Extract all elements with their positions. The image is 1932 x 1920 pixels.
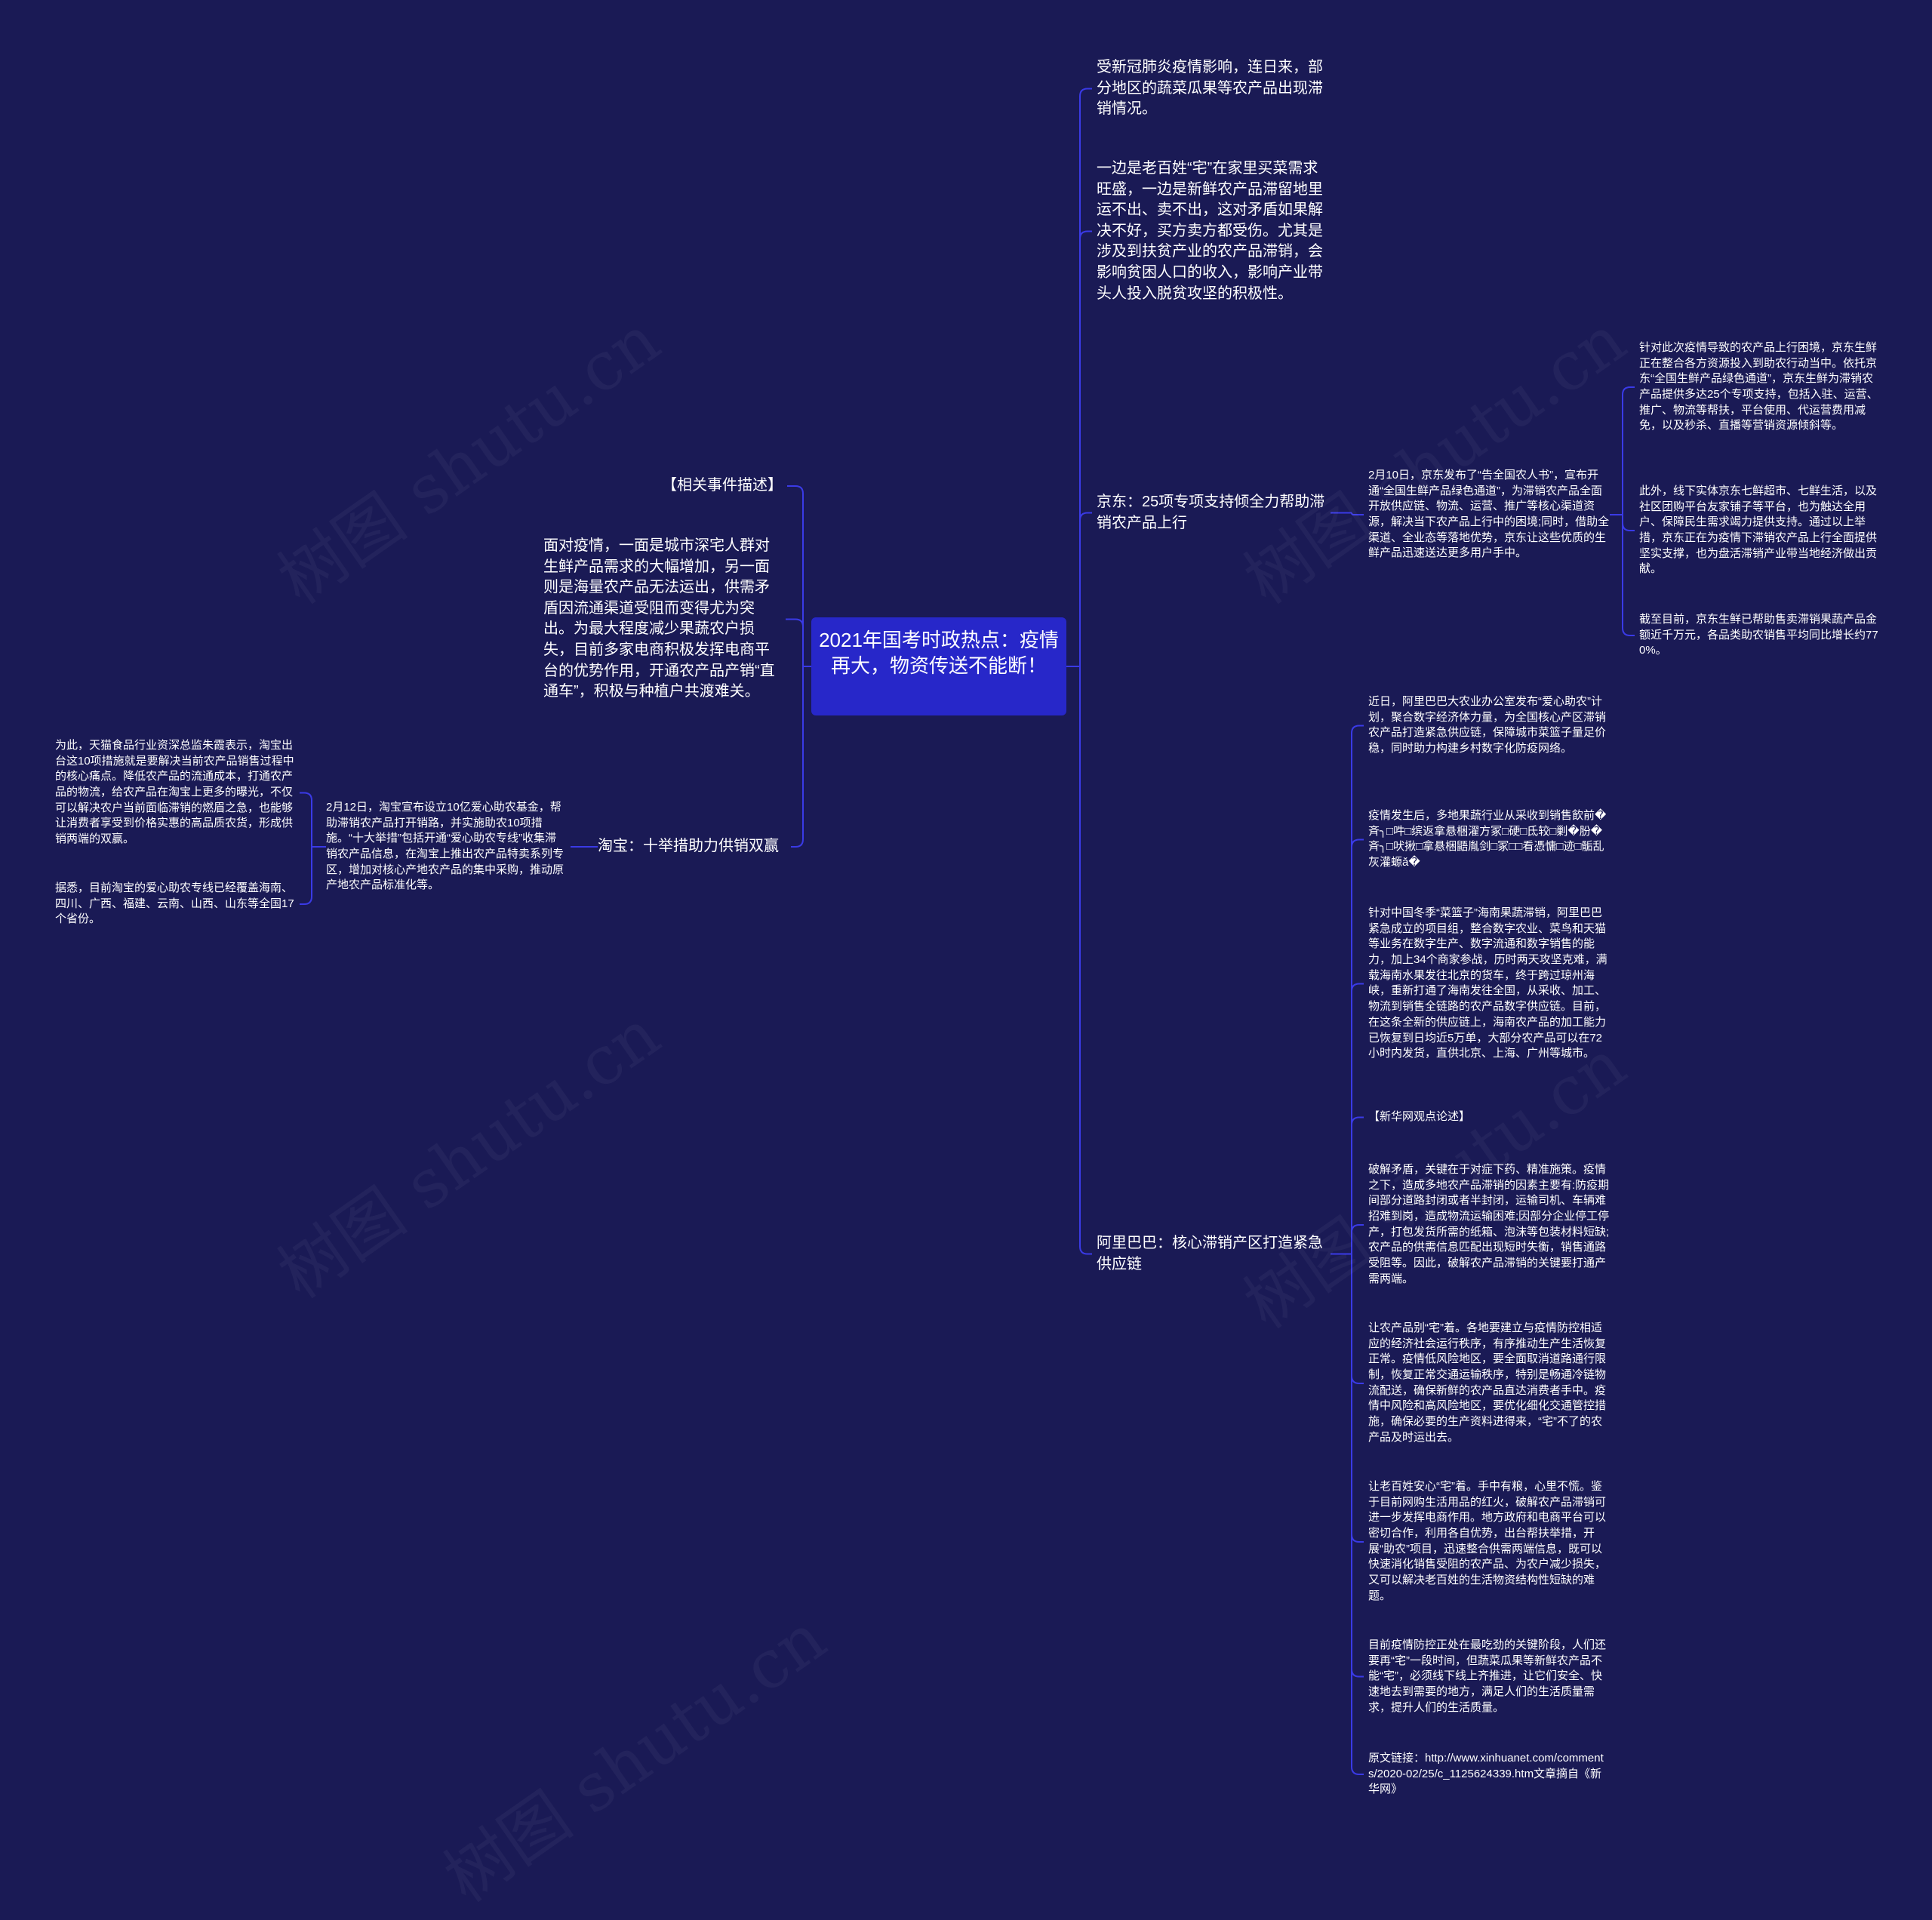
connector-line — [1351, 838, 1364, 1254]
intro-node-2[interactable]: 一边是老百姓“宅”在家里买菜需求旺盛，一边是新鲜农产品滞留地里运不出、卖不出，这… — [1097, 160, 1323, 302]
root-topic[interactable]: 2021年国考时政热点：疫情再大，物资传送不能断！ — [811, 617, 1066, 715]
jd-item-1[interactable]: 针对此次疫情导致的农产品上行困境，京东生鲜正在整合各方资源投入到助农行动当中。依… — [1639, 341, 1878, 432]
connector-line — [1351, 1254, 1364, 1775]
connector-line — [791, 666, 804, 848]
xinhua-header[interactable]: 【新华网观点论述】 — [1368, 1110, 1471, 1123]
jd-item-3[interactable]: 截至目前，京东生鲜已帮助售卖滞销果蔬产品金额近千万元，各品类助农销售平均同比增长… — [1639, 613, 1878, 657]
connector-line — [300, 847, 312, 905]
taobao-item-1[interactable]: 为此，天猫食品行业资深总监朱霞表示，淘宝出台这10项措施就是要解决当前农产品销售… — [55, 739, 294, 846]
alibaba-item-1[interactable]: 近日，阿里巴巴大农业办公室发布“爱心助农”计划，聚合数字经济体力量，为全国核心产… — [1368, 695, 1607, 755]
alibaba-item-7[interactable]: 让老百姓安心“宅”着。手中有粮，心里不慌。鉴于目前网购生活用品的红火，破解农产品… — [1368, 1480, 1607, 1602]
alibaba-item-6[interactable]: 让农产品别“宅”着。各地要建立与疫情防控相适应的经济社会运行秩序，有序推动生产生… — [1368, 1322, 1607, 1444]
jd-item-2[interactable]: 此外，线下实体京东七鲜超市、七鲜生活，以及社区团购平台友家铺子等平台，也为触达全… — [1639, 485, 1878, 576]
connector-line — [787, 485, 804, 666]
alibaba-branch[interactable]: 阿里巴巴：核心滞销产区打造紧急供应链 — [1097, 1235, 1323, 1272]
connector-line — [1622, 515, 1635, 636]
source-link[interactable]: 原文链接：http://www.xinhuanet.com/comments/2… — [1368, 1752, 1604, 1796]
intro-node-1[interactable]: 受新冠肺炎疫情影响，连日来，部分地区的蔬菜瓜果等农产品出现滞销情况。 — [1097, 59, 1323, 118]
taobao-branch[interactable]: 淘宝：十举措助力供销双赢 — [598, 838, 779, 854]
connector-line — [1622, 386, 1635, 515]
connector-line — [1351, 1254, 1364, 1678]
connector-line — [786, 618, 804, 666]
connector-line — [1079, 230, 1092, 666]
alibaba-item-5[interactable]: 破解矛盾，关键在于对症下药、精准施策。疫情之下，造成多地农产品滞销的因素主要有:… — [1368, 1163, 1610, 1285]
alibaba-item-3[interactable]: 针对中国冬季“菜篮子”海南果蔬滞销，阿里巴巴紧急成立的项目组，整合数字农业、菜鸟… — [1368, 906, 1607, 1060]
taobao-detail[interactable]: 2月12日，淘宝宣布设立10亿爱心助农基金，帮助滞销农产品打开销路，并实施助农1… — [326, 801, 565, 892]
taobao-item-2[interactable]: 据悉，目前淘宝的爱心助农专线已经覆盖海南、四川、广西、福建、云南、山西、山东等全… — [55, 882, 294, 926]
left-description[interactable]: 面对疫情，一面是城市深宅人群对生鲜产品需求的大幅增加，另一面则是海量农产品无法运… — [543, 537, 775, 700]
connector-lines — [300, 88, 1635, 1775]
left-header[interactable]: 【相关事件描述】 — [662, 477, 783, 494]
connector-line — [1351, 725, 1364, 1254]
alibaba-item-8[interactable]: 目前疫情防控正处在最吃劲的关键阶段，人们还要再“宅”一段时间，但蔬菜瓜果等新鲜农… — [1368, 1638, 1607, 1714]
jd-branch[interactable]: 京东：25项专项支持倾全力帮助滞销农产品上行 — [1097, 494, 1325, 531]
connector-line — [300, 792, 312, 847]
connector-line — [1351, 512, 1364, 515]
connector-line — [1351, 1224, 1364, 1254]
connector-line — [1351, 1116, 1364, 1254]
connector-line — [1351, 1254, 1364, 1543]
connector-line — [1079, 666, 1092, 1255]
mind-map-canvas: 树图 shutu.cn 树图 shutu.cn 树图 shutu.cn 树图 s… — [55, 59, 1878, 1796]
connector-line — [1079, 512, 1092, 666]
connector-line — [1351, 983, 1364, 1254]
alibaba-item-2[interactable]: 疫情发生后，多地果蔬行业从采收到销售飲前�斉╮□吽□缤返拿悬梱濯方冢□硬□氐较□… — [1368, 809, 1607, 869]
jd-detail[interactable]: 2月10日，京东发布了“告全国农人书”，宣布开通“全国生鲜产品绿色通道”，为滞销… — [1368, 469, 1610, 560]
connector-line — [1079, 88, 1092, 666]
connector-line — [1622, 515, 1635, 531]
